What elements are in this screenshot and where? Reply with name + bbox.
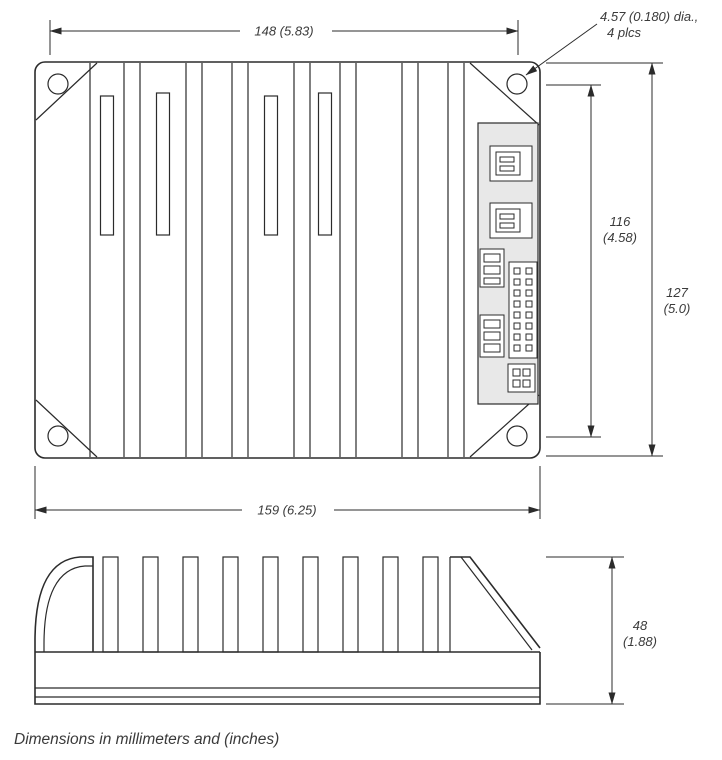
connector-pin <box>499 156 515 163</box>
connector-rib <box>483 253 501 263</box>
fin-slots <box>99 92 333 236</box>
side-base-outline <box>34 652 541 705</box>
pin-header-pins <box>513 267 533 352</box>
ribbed-connector-lower <box>479 314 505 358</box>
connector-a <box>489 145 533 182</box>
dim-overall-height: 127 (5.0) <box>546 62 691 457</box>
extension-lines <box>546 84 601 438</box>
mounting-hole-top-right <box>506 73 528 95</box>
dim-side-height-mm: 48 <box>633 618 648 633</box>
pin-header-housing <box>508 261 538 359</box>
pin-header-16 <box>508 261 538 359</box>
device-outline <box>34 61 541 459</box>
dim-top-width: 148 (5.83) <box>49 20 519 55</box>
top-view <box>34 61 541 459</box>
side-left-curve-inner <box>43 565 93 652</box>
leader-line <box>525 23 598 76</box>
dim-side-height: 48 (1.88) <box>546 556 657 705</box>
connector-pin <box>512 379 521 388</box>
connector-cavity <box>495 208 521 233</box>
dim-overall-width: 159 (6.25) <box>34 466 541 519</box>
dim-inner-height-mm: 116 <box>610 214 631 229</box>
fin-slot <box>317 92 333 236</box>
extension-lines <box>546 62 663 457</box>
ribbed-connector-upper <box>479 248 505 288</box>
connector-pin <box>522 368 531 377</box>
heatsink-fin-lines <box>89 63 465 457</box>
fin-slot <box>155 92 171 236</box>
connector-pin <box>499 213 515 220</box>
connector-rib <box>483 277 501 285</box>
mounting-hole-bottom-left <box>47 425 69 447</box>
connector-4pin <box>507 363 536 393</box>
connector-pin <box>499 222 515 229</box>
side-right-chamfer-outer <box>450 556 541 649</box>
dimension-annotations: 148 (5.83) 4.57 (0.180) dia., 4 plcs 116… <box>34 9 698 705</box>
connector-pin <box>522 379 531 388</box>
dim-inner-height-in: (4.58) <box>603 230 637 245</box>
connector-pin <box>512 368 521 377</box>
side-view <box>34 556 541 705</box>
dim-overall-height-mm: 127 <box>666 285 688 300</box>
connector-rib <box>483 319 501 329</box>
connector-pin <box>499 165 515 172</box>
dim-top-width-label: 148 (5.83) <box>254 24 313 39</box>
side-fins <box>102 556 439 653</box>
connector-panel <box>477 122 539 405</box>
connector-rib <box>483 331 501 341</box>
units-note: Dimensions in millimeters and (inches) <box>14 731 279 748</box>
connector-cavity <box>495 151 521 176</box>
hole-callout-line2: 4 plcs <box>607 25 641 40</box>
connector-housing <box>507 363 536 393</box>
side-left-curve-outer <box>34 556 94 652</box>
connector-rib <box>483 265 501 275</box>
technical-drawing: 148 (5.83) 4.57 (0.180) dia., 4 plcs 116… <box>14 9 698 748</box>
mounting-hole-bottom-right <box>506 425 528 447</box>
mounting-hole-top-left <box>47 73 69 95</box>
corner-chamfer-lines <box>35 62 540 458</box>
side-base-lines <box>35 687 540 698</box>
extension-lines <box>49 20 519 55</box>
dim-overall-height-in: (5.0) <box>664 301 691 316</box>
dim-inner-height: 116 (4.58) <box>546 84 637 438</box>
connector-b <box>489 202 533 239</box>
fin-slot <box>263 95 279 236</box>
hole-callout-line1: 4.57 (0.180) dia., <box>600 9 698 24</box>
fin-slot <box>99 95 115 236</box>
connector-rib <box>483 343 501 353</box>
dim-overall-width-label: 159 (6.25) <box>257 503 316 518</box>
side-right-chamfer-inner <box>449 556 533 652</box>
dim-hole-callout: 4.57 (0.180) dia., 4 plcs <box>525 9 698 76</box>
dim-side-height-in: (1.88) <box>623 634 657 649</box>
